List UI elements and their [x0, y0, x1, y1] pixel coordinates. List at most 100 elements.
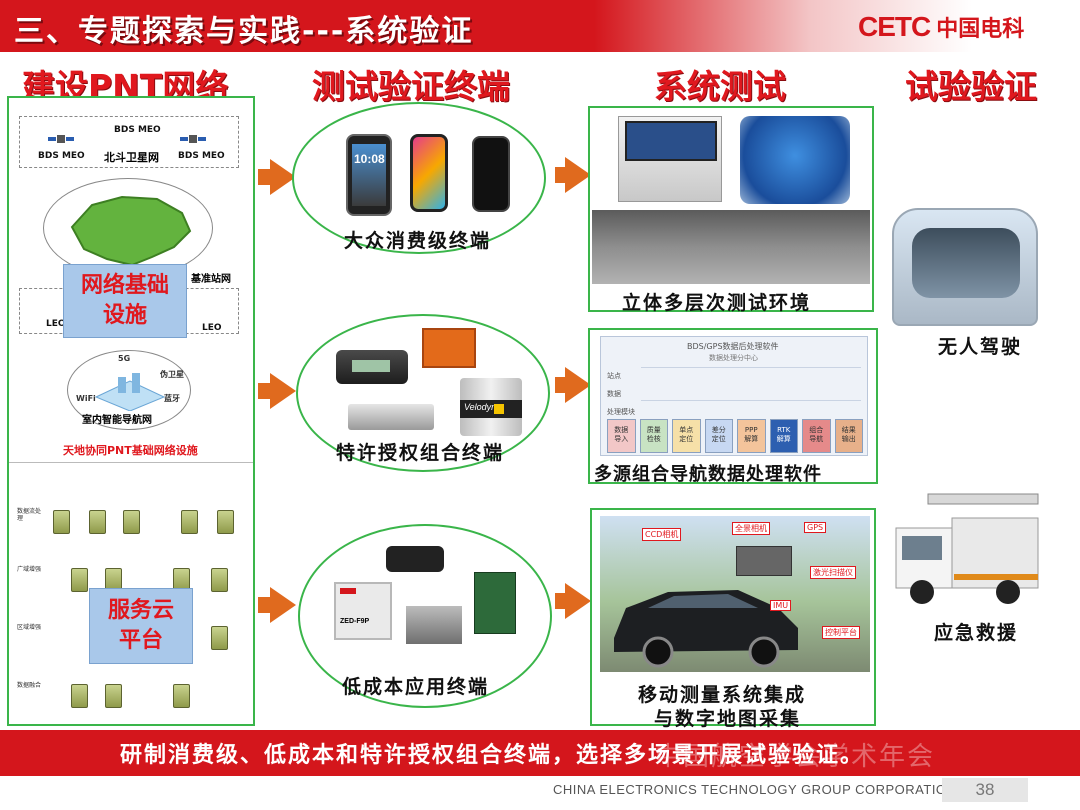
monitor-screen [625, 121, 717, 161]
footer-bar [0, 730, 1080, 776]
arrow-body [258, 597, 272, 613]
software-module-tile: 差分 定位 [704, 419, 733, 453]
vehicle-callout: GPS [804, 522, 827, 533]
side-label: 区域增强 [17, 624, 42, 631]
gnss-chip-image: ZED-F9P [334, 582, 392, 640]
software-module-tile: 结果 输出 [834, 419, 863, 453]
indoor-network-ellipse: 5G 伪卫星 WiFi 蓝牙 室内智能导航网 [67, 350, 191, 430]
server-icon [181, 510, 198, 534]
rescue-truck-image [888, 488, 1042, 612]
suv-icon [614, 590, 798, 668]
pcb-board-image [474, 572, 516, 634]
server-icon [71, 684, 88, 708]
china-map-icon [70, 195, 192, 267]
watermark: 中国航空学会学术年会 [655, 742, 936, 772]
server-icon [173, 684, 190, 708]
right-arrow-icon [270, 587, 296, 623]
licensed-terminal-caption: 特许授权组合终端 [336, 442, 505, 464]
indoor-label: WiFi [76, 394, 96, 403]
slide-title: 三、专题探索与实践---系统验证 [14, 14, 474, 49]
autonomous-vehicle-window [912, 228, 1020, 298]
server-icon [89, 510, 106, 534]
emergency-rescue-caption: 应急救援 [934, 622, 1019, 644]
right-arrow-icon [270, 373, 296, 409]
server-icon [217, 510, 234, 534]
right-arrow-icon [565, 367, 591, 403]
receiver-display [352, 360, 390, 372]
infra-caption: 天地协同PNT基础网络设施 [63, 444, 198, 457]
overlay-line: 平台 [118, 628, 163, 653]
column-title-validation: 试验验证 [905, 67, 1037, 106]
inertial-unit-image [348, 404, 434, 430]
building-cluster-icon [94, 373, 166, 411]
leo-label: LEO [46, 319, 66, 329]
software-row-label: 数据 [607, 390, 621, 398]
satellite-icon [48, 135, 74, 143]
sat-label: BDS MEO [178, 151, 225, 161]
vehicle-callout: IMU [770, 600, 792, 611]
satellite-icon [180, 135, 206, 143]
corporation-name: CHINA ELECTRONICS TECHNOLOGY GROUP CORPO… [553, 782, 957, 797]
software-module-tile: RTK 解算 [769, 419, 798, 453]
mapping-caption: 移动测量系统集成 [638, 684, 807, 706]
server-icon [53, 510, 70, 534]
divider [9, 462, 253, 463]
network-infrastructure-label: 网络基础 设施 [63, 264, 187, 338]
side-label: 数据流处理 [17, 508, 42, 522]
pnt-network-panel: BDS MEO BDS MEO BDS MEO 北斗卫星网 基准站网 LEO L… [7, 96, 255, 726]
sat-label: BDS MEO [38, 151, 85, 161]
logo-text: 中国电科 [936, 17, 1025, 42]
sensor-rig-image [736, 546, 792, 576]
base-station-label: 基准站网 [191, 274, 231, 285]
side-label: 数据融合 [17, 682, 42, 689]
lidar-brand: Velodyne [464, 402, 502, 412]
arrow-body [555, 167, 567, 183]
turntable-image [740, 116, 850, 204]
software-module-tile: PPP 解算 [737, 419, 766, 453]
right-arrow-icon [565, 583, 591, 619]
vehicle-callout: 控制平台 [822, 626, 860, 639]
test-environment-caption: 立体多层次测试环境 [622, 292, 812, 314]
receiver-image [336, 350, 408, 384]
licensed-terminal-oval: Velodyne 特许授权组合终端 [296, 314, 550, 472]
test-equipment-image [618, 116, 722, 202]
chip-logo [340, 588, 356, 594]
footer-summary: 研制消费级、低成本和特许授权组合终端，选择多场景开展试验验证。 [120, 743, 865, 768]
overlay-line: 服务云 [107, 598, 174, 623]
test-environment-box: 立体多层次测试环境 [588, 106, 874, 314]
software-window-title: BDS/GPS数据后处理软件 [687, 342, 779, 351]
overlay-line: 网络基础 [80, 273, 169, 298]
column-title-terminals: 测试验证终端 [312, 67, 510, 106]
consumer-terminal-caption: 大众消费级终端 [344, 230, 492, 252]
lowcost-terminal-caption: 低成本应用终端 [342, 676, 490, 698]
column-title-testing: 系统测试 [654, 67, 786, 106]
lidar-window [494, 404, 504, 414]
antenna-kit-image [406, 606, 462, 644]
software-table [641, 367, 861, 401]
overlay-line: 设施 [102, 303, 147, 328]
software-module-tile: 数据 导入 [607, 419, 636, 453]
server-icon [211, 626, 228, 650]
beidou-net-label: 北斗卫星网 [104, 151, 159, 164]
server-icon [71, 568, 88, 592]
phone-image: 10:08 [346, 134, 392, 216]
phone-image [410, 134, 448, 212]
mobile-mapping-box: CCD相机 全景相机 GPS 激光扫描仪 IMU 控制平台 移动测量系统集成 与… [590, 508, 876, 730]
phone-screen: 10:08 [352, 144, 386, 206]
page-number: 38 [942, 778, 1028, 802]
software-caption: 多源组合导航数据处理软件 [594, 464, 822, 485]
imu-image [422, 328, 476, 368]
software-box: BDS/GPS数据后处理软件 数据处理分中心 站点 数据 处理模块 数据 导入质… [588, 328, 878, 485]
autonomous-driving-caption: 无人驾驶 [938, 336, 1023, 358]
chip-label: ZED-F9P [340, 618, 370, 625]
parking-garage-image [592, 210, 870, 284]
lidar-image: Velodyne [460, 378, 522, 436]
sat-label: BDS MEO [114, 125, 161, 135]
indoor-net-label: 室内智能导航网 [82, 415, 152, 426]
software-module-tile: 组合 导航 [802, 419, 831, 453]
uav-module-image [386, 546, 444, 572]
leo-label: LEO [202, 323, 222, 333]
beidou-satellite-strip: BDS MEO BDS MEO BDS MEO 北斗卫星网 [19, 116, 239, 168]
cetc-logo: CETC 中国电科 [858, 11, 1025, 42]
cloud-platform-diagram: 数据流处理 广域增强 区域增强 数据融合 [13, 506, 253, 726]
